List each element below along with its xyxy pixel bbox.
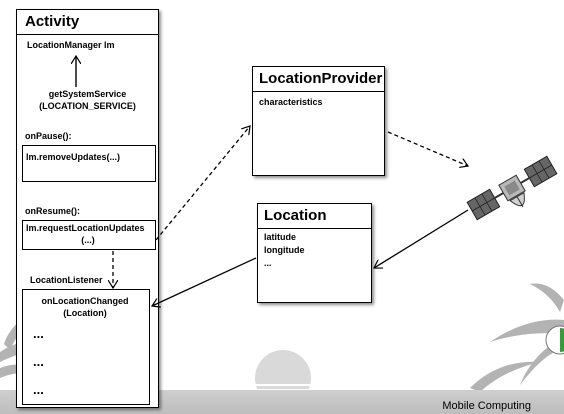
location-provider-divider: [253, 91, 384, 92]
ellipsis-1: ...: [33, 326, 44, 341]
location-field-latitude: latitude: [264, 232, 297, 242]
location-listener-label: LocationListener: [30, 275, 103, 285]
request-updates-label-line2: (...): [81, 235, 95, 245]
satellite-to-location-arrow: [374, 209, 469, 268]
provider-to-satellite-arrow: [387, 131, 468, 166]
remove-updates-label: lm.removeUpdates(...): [26, 152, 121, 162]
request-updates-label-line1: lm.requestLocationUpdates: [26, 223, 145, 233]
on-pause-label: onPause():: [25, 131, 72, 141]
green-circle-icon: [545, 325, 564, 355]
on-location-changed-label-line1: onLocationChanged: [41, 296, 129, 306]
location-title: Location: [264, 207, 327, 224]
satellite-icon: [466, 155, 558, 221]
ellipsis-2: ...: [33, 354, 44, 369]
location-provider-title: LocationProvider: [259, 70, 383, 87]
remove-updates-box: lm.removeUpdates(...): [22, 145, 156, 182]
location-to-listener-arrow: [152, 257, 257, 306]
location-divider: [258, 228, 371, 229]
get-system-service-label-line2: (LOCATION_SERVICE): [39, 101, 136, 111]
location-provider-box: LocationProvider characteristics: [252, 66, 385, 176]
request-updates-to-provider-arrow: [155, 126, 250, 241]
location-manager-label: LocationManager lm: [27, 40, 115, 50]
location-listener-box: onLocationChanged (Location) ... ... ...: [22, 289, 150, 405]
footer-title: Mobile Computing: [442, 400, 531, 412]
location-field-longitude: longitude: [264, 245, 305, 255]
activity-title-divider: [17, 34, 158, 35]
ellipsis-3: ...: [33, 382, 44, 397]
footer-bar: Mobile Computing: [0, 390, 564, 414]
location-field-ellipsis: ...: [264, 258, 272, 268]
location-box: Location latitude longitude ...: [257, 203, 372, 303]
activity-title: Activity: [25, 13, 80, 30]
location-provider-field: characteristics: [259, 97, 323, 107]
on-location-changed-label-line2: (Location): [63, 308, 107, 318]
on-resume-label: onResume():: [25, 206, 81, 216]
get-system-service-label-line1: getSystemService: [48, 89, 127, 99]
request-updates-box: lm.requestLocationUpdates (...): [22, 220, 156, 250]
